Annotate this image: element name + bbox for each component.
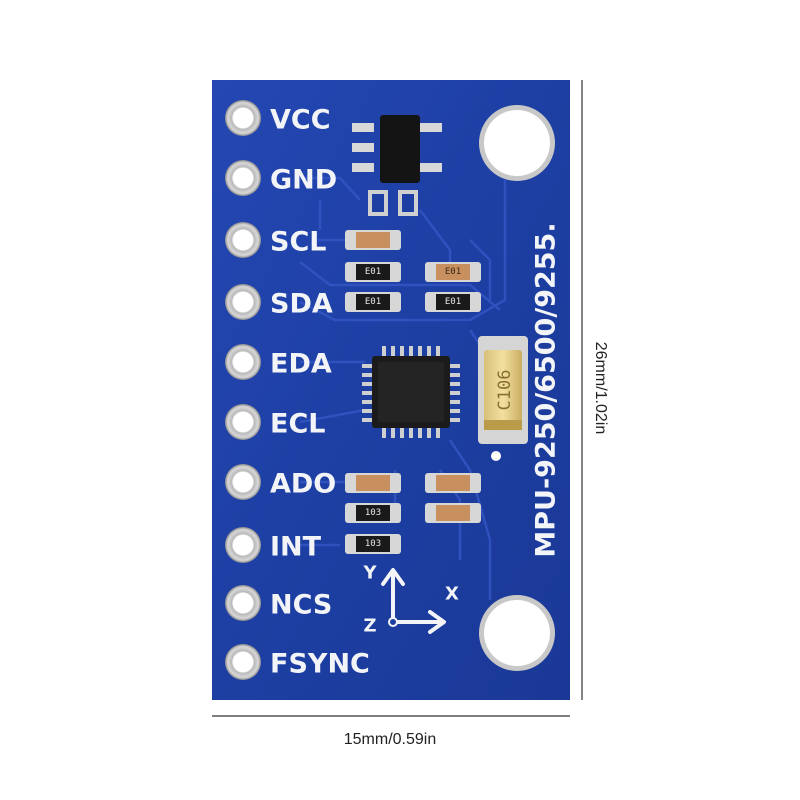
imu-chip [362,346,460,438]
pin-label-int: INT [270,531,322,563]
cap-code: E01 [444,297,462,307]
pcb-traces [299,176,507,600]
height-dimension-label: 26mm/1.02in [592,341,609,435]
axis-label-y: Y [363,562,377,584]
pin-label-scl: SCL [270,226,327,258]
smd-components [345,230,481,554]
pin-label-fsync: FSYNC [270,648,370,680]
axis-label-x: X [445,583,459,605]
dimension-lines [212,80,583,717]
pin-label-eda: EDA [270,348,332,380]
pin-label-sda: SDA [270,288,333,320]
pin-label-gnd: GND [270,164,338,196]
pin-label-ecl: ECL [270,408,326,440]
cap-code: E01 [364,297,382,307]
width-dimension-label: 15mm/0.59in [343,731,437,748]
pin-pads [225,100,261,680]
cap-code: 103 [364,508,382,518]
pin-label-ado: ADO [270,468,337,500]
board-model-title: MPU-9250/6500/9255. [530,222,562,558]
orientation-dot [491,451,501,461]
regulator-chip [352,115,442,216]
cap-code: 103 [364,539,382,549]
axis-label-z: Z [363,615,377,637]
mounting-holes [479,105,555,671]
cap-code: E01 [364,267,382,277]
cap-code: E01 [444,267,462,277]
pin-label-ncs: NCS [270,589,333,621]
axis-arrows [381,568,446,634]
tantalum-label: C106 [495,369,515,411]
z-axis-dot [388,617,398,627]
tantalum-capacitor [478,336,528,444]
pin-label-vcc: VCC [270,104,331,136]
